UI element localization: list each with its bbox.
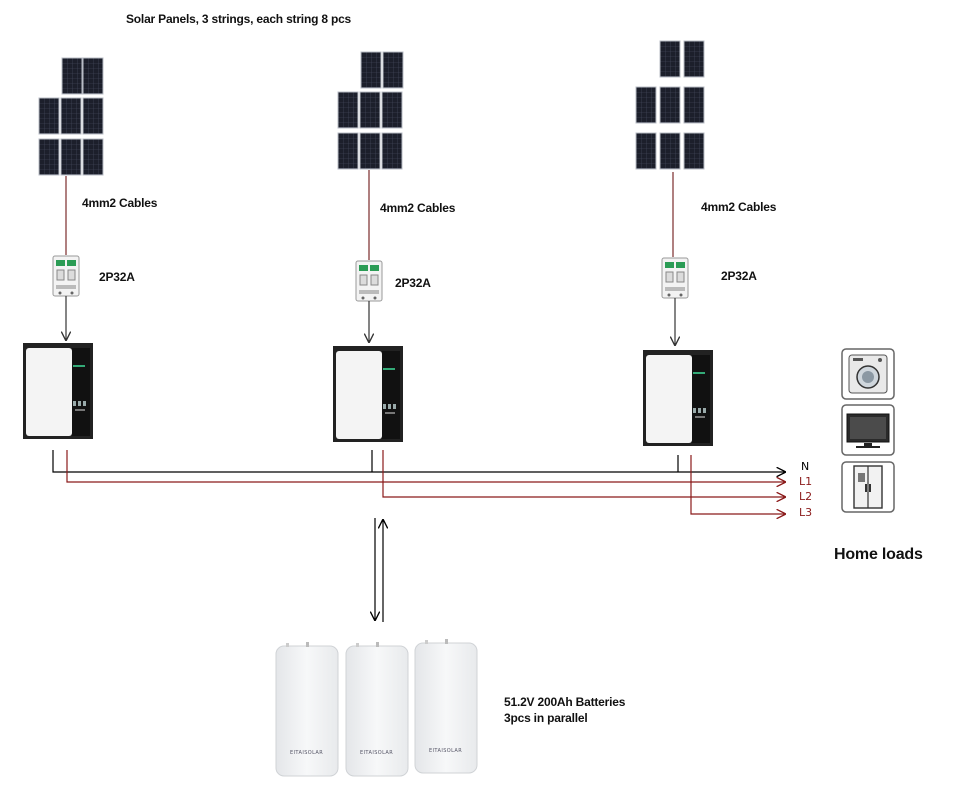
svg-text:EITAISOLAR: EITAISOLAR xyxy=(360,750,393,756)
inverter-icon xyxy=(333,346,403,442)
battery-label-line2: 3pcs in parallel xyxy=(504,711,588,725)
breaker-to-inverter-arrows xyxy=(66,296,675,345)
battery-icon: EITAISOLAR xyxy=(345,641,409,777)
battery-link-arrows xyxy=(375,518,383,622)
breaker-icon xyxy=(661,257,689,299)
inverter-icon xyxy=(23,343,93,439)
line-label-l2: L2 xyxy=(799,490,813,503)
breaker-label-1: 2P32A xyxy=(99,270,135,284)
breaker-icon xyxy=(52,255,80,297)
home-loads-label: Home loads xyxy=(834,546,923,563)
cable-label-3: 4mm2 Cables xyxy=(701,200,777,214)
washing-machine-icon xyxy=(841,348,895,400)
battery-label-line1: 51.2V 200Ah Batteries xyxy=(504,695,626,709)
solar-panel-icon xyxy=(337,51,404,170)
solar-panel-icon xyxy=(635,40,705,170)
breaker-label-3: 2P32A xyxy=(721,269,757,283)
dc-cables xyxy=(65,170,674,260)
line-label-l3: L3 xyxy=(799,506,813,519)
svg-text:EITAISOLAR: EITAISOLAR xyxy=(429,748,462,754)
solar-panel-icon xyxy=(38,57,104,176)
line-label-n: N xyxy=(801,460,810,473)
breaker-label-2: 2P32A xyxy=(395,276,431,290)
inverter-icon xyxy=(643,350,713,446)
tv-icon xyxy=(841,404,895,456)
breaker-icon xyxy=(355,260,383,302)
svg-text:EITAISOLAR: EITAISOLAR xyxy=(290,750,323,756)
cable-label-2: 4mm2 Cables xyxy=(380,201,456,215)
phase-lines xyxy=(66,450,785,514)
refrigerator-icon xyxy=(841,461,895,513)
neutral-line xyxy=(52,450,785,472)
line-label-l1: L1 xyxy=(799,475,813,488)
diagram-title: Solar Panels, 3 strings, each string 8 p… xyxy=(126,12,352,26)
battery-icon: EITAISOLAR xyxy=(414,638,478,774)
cable-label-1: 4mm2 Cables xyxy=(82,196,158,210)
battery-icon: EITAISOLAR xyxy=(275,641,339,777)
